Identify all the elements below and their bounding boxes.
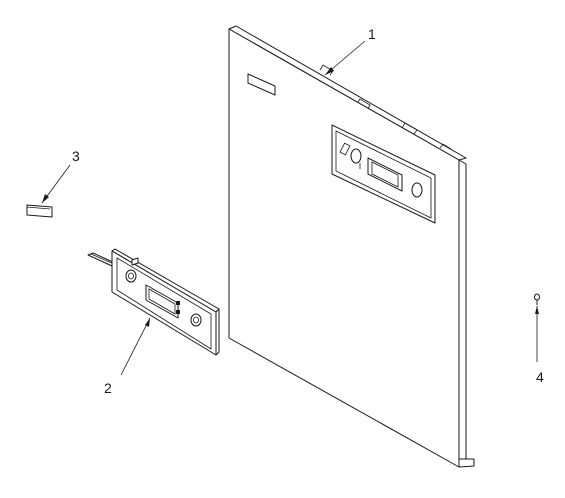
label-pad (26, 204, 53, 218)
control-panel-overlay (87, 248, 220, 356)
door-panel (228, 25, 475, 468)
screw-clip (534, 293, 540, 305)
callout-3: 3 (72, 148, 80, 164)
callout-4: 4 (536, 369, 544, 385)
leader-lines (41, 40, 539, 376)
callout-2: 2 (104, 380, 112, 396)
door-console-recess (331, 124, 436, 224)
callout-1: 1 (368, 26, 376, 42)
